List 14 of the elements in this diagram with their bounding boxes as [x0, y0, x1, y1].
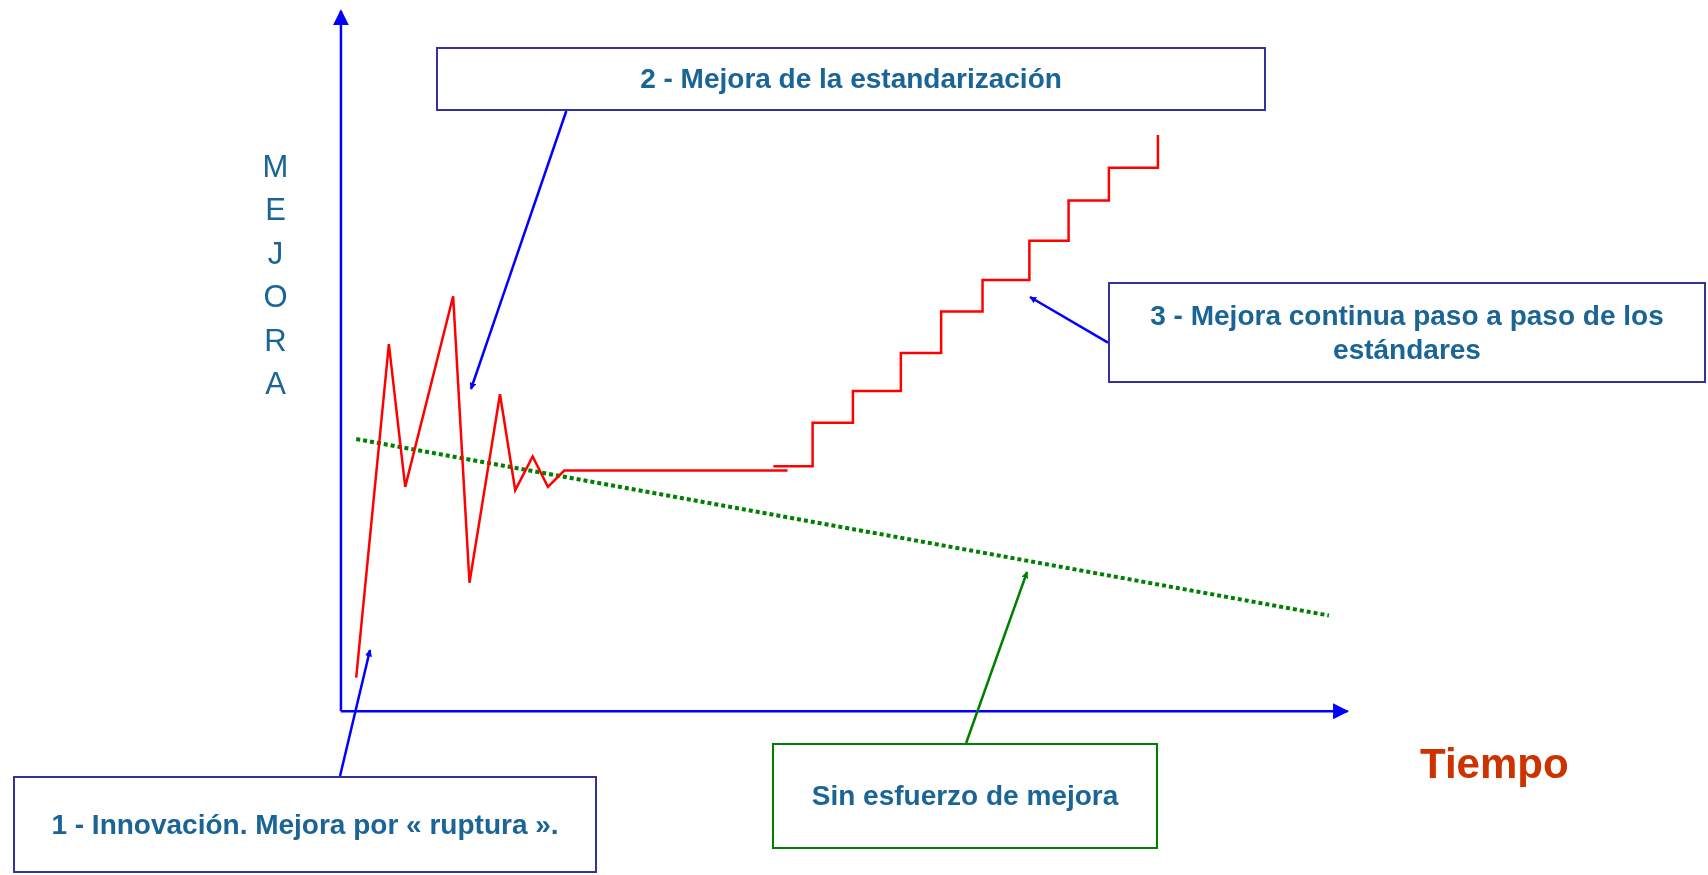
callout-box — [1108, 282, 1706, 383]
leader-arrow — [338, 649, 372, 777]
callout-box — [436, 47, 1266, 111]
callout-text: Sin esfuerzo de mejora — [811, 779, 1119, 813]
axis-title: MEJORA — [261, 148, 290, 403]
callout-text: 3 - Mejora continua paso a paso de los estándares — [1149, 298, 1665, 367]
callout-box — [13, 776, 597, 873]
callout-text: 1 - Innovación. Mejora por « ruptura ». — [51, 807, 559, 842]
leader-arrow — [1029, 295, 1109, 344]
leader-arrow — [469, 110, 568, 390]
callout-box — [772, 743, 1158, 849]
leader-arrow — [965, 571, 1029, 744]
callout-text: 2 - Mejora de la estandarización — [640, 62, 1062, 96]
axis-title: Tiempo — [1420, 740, 1569, 788]
